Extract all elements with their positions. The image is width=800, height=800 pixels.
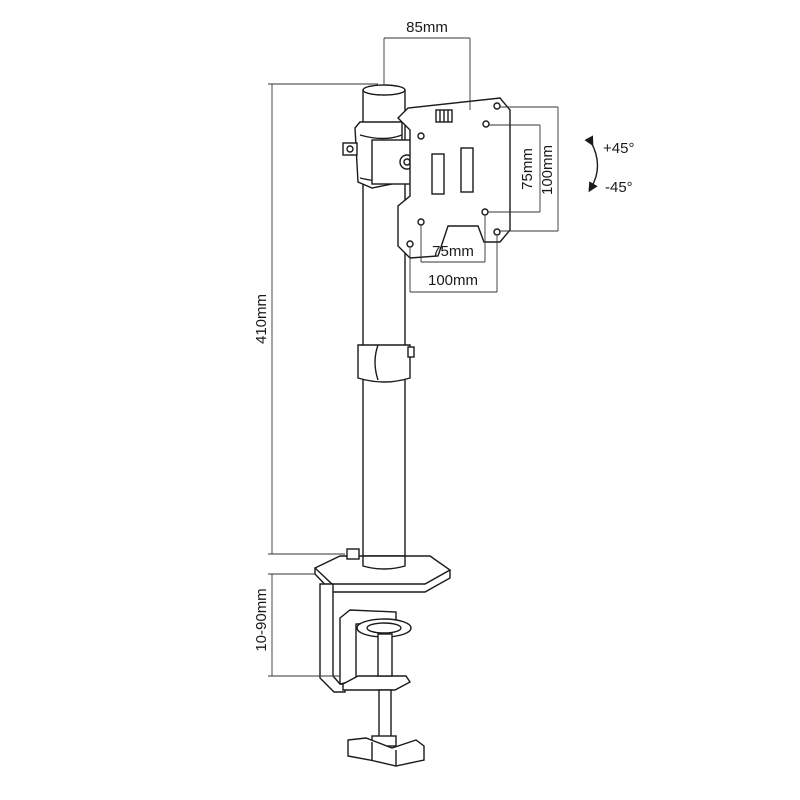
dim-label-410mm: 410mm (253, 294, 270, 344)
vesa-plate (397, 97, 511, 259)
dim-85mm (383, 37, 471, 110)
dim-410mm (268, 83, 378, 555)
tilt-label-up: +45° (603, 140, 634, 157)
dim-label-clamp-range: 10-90mm (253, 588, 270, 651)
tilt-label-down: -45° (605, 179, 633, 196)
dim-label-75mm-horizontal: 75mm (432, 243, 474, 260)
c-clamp (319, 583, 425, 767)
dim-label-100mm-vertical: 100mm (539, 145, 556, 195)
tilt-arrow (584, 135, 599, 193)
base-plate (313, 548, 452, 593)
dim-label-85mm: 85mm (406, 19, 448, 36)
pole-collar (357, 344, 415, 383)
clamp-handle (347, 737, 425, 767)
dim-label-100mm-horizontal: 100mm (428, 272, 478, 289)
dim-clamp-range (268, 573, 340, 677)
dim-vesa-horizontal (409, 216, 498, 293)
tilt-joint (342, 121, 419, 189)
dim-label-75mm-vertical: 75mm (519, 148, 536, 190)
dim-vesa-vertical (488, 106, 559, 232)
